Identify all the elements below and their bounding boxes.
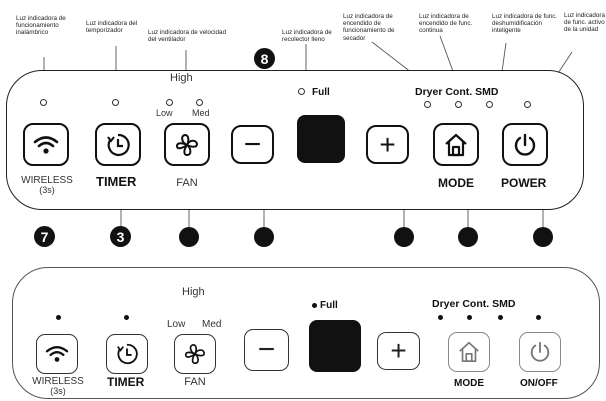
bottom-dryer-dot [438, 315, 443, 320]
bottom-fan-label: FAN [184, 376, 206, 388]
control-panel-annotated [6, 70, 584, 210]
fan-med-indicator-led [196, 99, 203, 106]
home-icon [445, 133, 467, 156]
bottom-full-dot [312, 303, 317, 308]
bottom-modes-label: Dryer Cont. SMD [432, 298, 516, 310]
wireless-label: WIRELESS [21, 175, 73, 186]
bottom-wireless-sub-label: (3s) [50, 386, 66, 396]
bottom-minus-button[interactable]: − [244, 329, 289, 371]
full-label: Full [312, 87, 330, 98]
callout-continuous: Luz indicadora de encendido de func. con… [419, 13, 473, 35]
mode-label: MODE [438, 176, 474, 190]
fan-low-label: Low [156, 108, 173, 118]
smd-indicator-led [486, 101, 493, 108]
marker-8: 8 [254, 48, 275, 69]
bottom-smd-dot [498, 315, 503, 320]
modes-label: Dryer Cont. SMD [415, 86, 499, 98]
bottom-plus-symbol: + [390, 335, 407, 366]
power-indicator-led [524, 101, 531, 108]
bottom-home-icon [459, 341, 479, 363]
power-icon [514, 133, 536, 156]
callout-timer: Luz indicadora del temporizador [86, 20, 138, 35]
continuous-indicator-led [455, 101, 462, 108]
marker-plus [394, 227, 414, 247]
mode-button[interactable] [433, 123, 479, 166]
bottom-cont-dot [467, 315, 472, 320]
timer-label: TIMER [96, 174, 137, 189]
fan-button[interactable] [164, 123, 210, 166]
bottom-minus-symbol: − [257, 333, 276, 366]
callout-fan-speed: Luz indicadora de velocidad del ventilad… [148, 29, 227, 44]
bottom-full-label: Full [320, 300, 338, 311]
wireless-button[interactable] [23, 123, 69, 166]
marker-minus [254, 227, 274, 247]
fan-high-label: High [170, 72, 193, 84]
bottom-onoff-label: ON/OFF [520, 378, 558, 389]
bottom-power-dot [536, 315, 541, 320]
minus-symbol: − [243, 127, 262, 161]
bottom-fan-med-label: Med [202, 319, 222, 330]
bottom-wifi-icon [45, 346, 69, 362]
bottom-fan-icon [184, 343, 206, 365]
bottom-timer-label: TIMER [107, 375, 145, 389]
callout-dryer: Luz indicadora de encendido de funcionam… [343, 13, 395, 42]
clock-icon [107, 133, 130, 156]
control-panel-plain [12, 267, 600, 399]
callout-smart-dehum: Luz indicadora de func. deshumidificació… [492, 13, 558, 35]
bottom-timer-button[interactable] [106, 334, 148, 374]
callout-tank-full: Luz indicadora de recolector lleno [282, 29, 332, 44]
bottom-led-display [309, 320, 361, 372]
wireless-sub-label: (3s) [39, 185, 55, 195]
marker-7: 7 [34, 226, 55, 247]
bottom-onoff-button[interactable] [519, 332, 561, 372]
bottom-fan-low-label: Low [167, 319, 186, 330]
bottom-mode-button[interactable] [448, 332, 490, 372]
bottom-mode-label: MODE [454, 378, 484, 389]
led-display [297, 115, 345, 163]
fan-label: FAN [176, 177, 198, 189]
callout-wireless: Luz indicadora de funcionamiento inalámb… [16, 15, 66, 37]
fan-med-label: Med [192, 108, 210, 118]
timer-button[interactable] [95, 123, 141, 166]
bottom-timer-dot [124, 315, 129, 320]
marker-fan [179, 227, 199, 247]
bottom-clock-icon [117, 343, 138, 365]
fan-icon [175, 133, 199, 156]
bottom-wireless-dot [56, 315, 61, 320]
marker-3: 3 [110, 226, 131, 247]
fan-low-indicator-led [166, 99, 173, 106]
power-button[interactable] [502, 123, 548, 166]
tank-full-indicator-led [298, 88, 305, 95]
plus-symbol: + [379, 128, 396, 160]
dryer-indicator-led [424, 101, 431, 108]
marker-mode [458, 227, 478, 247]
timer-indicator-led [112, 99, 119, 106]
bottom-wireless-button[interactable] [36, 334, 78, 374]
marker-power [533, 227, 553, 247]
wifi-icon [33, 135, 59, 154]
plus-button[interactable]: + [366, 125, 409, 164]
wireless-indicator-led [40, 99, 47, 106]
bottom-power-icon [530, 341, 550, 362]
power-label: POWER [501, 176, 547, 190]
bottom-fan-high-label: High [182, 286, 205, 298]
bottom-wireless-label: WIRELESS [32, 376, 84, 387]
bottom-fan-button[interactable] [174, 334, 216, 374]
callout-power: Luz indicadora de func. activo de la uni… [564, 12, 605, 34]
bottom-plus-button[interactable]: + [377, 332, 420, 370]
minus-button[interactable]: − [231, 125, 274, 164]
